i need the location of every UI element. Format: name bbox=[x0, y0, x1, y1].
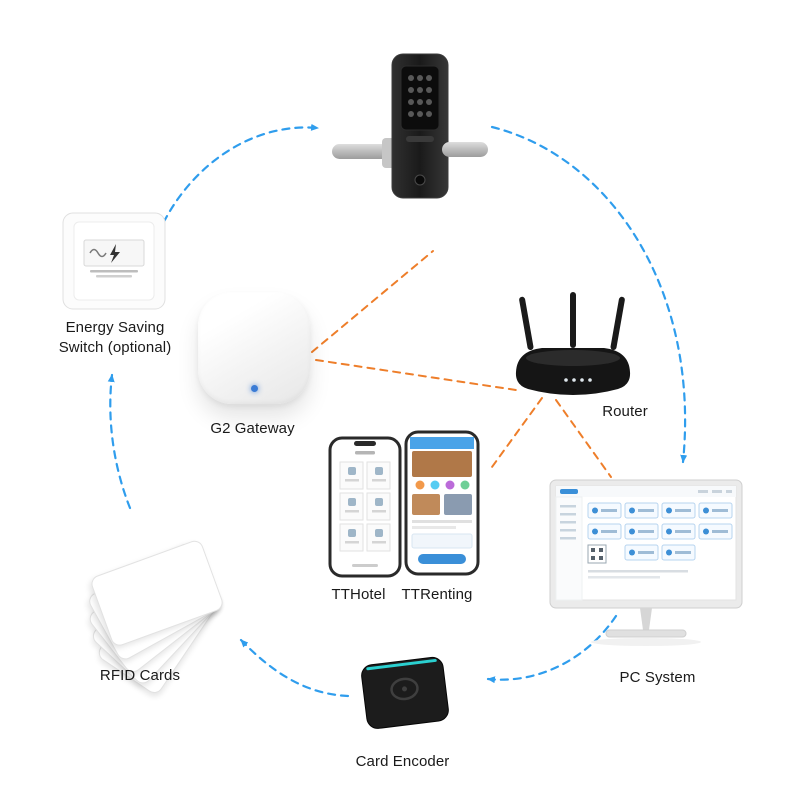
g2-gateway bbox=[198, 292, 310, 404]
link-router-to-apps bbox=[491, 397, 543, 468]
ttrenting-label: TTRenting bbox=[401, 586, 473, 603]
router-label: Router bbox=[602, 403, 648, 420]
monitor-base bbox=[605, 629, 687, 638]
phone-notch bbox=[354, 441, 376, 446]
router-illustration bbox=[515, 292, 631, 395]
arrow-rfid-to-switch bbox=[107, 373, 132, 510]
lock-left-handle bbox=[332, 144, 390, 159]
door-lock bbox=[330, 52, 490, 205]
lock-card-slot bbox=[406, 136, 434, 142]
phone-tthotel bbox=[328, 436, 402, 583]
qr-code bbox=[587, 544, 607, 564]
lock-keyhole bbox=[414, 174, 426, 186]
app-icons-row bbox=[415, 480, 470, 490]
phone-home-bar bbox=[352, 564, 378, 567]
monitor-stand bbox=[640, 608, 652, 630]
encoder-accent-line bbox=[366, 658, 437, 671]
arrow-pc-to-encoder bbox=[486, 614, 618, 684]
encoder-body bbox=[361, 656, 449, 729]
tthotel-phone-illustration bbox=[328, 436, 402, 578]
app-action-button bbox=[418, 554, 466, 564]
door-lock-illustration bbox=[332, 53, 488, 199]
energy-switch-label: Energy Saving Switch (optional) bbox=[58, 319, 172, 357]
energy-switch-illustration bbox=[62, 212, 166, 310]
app-header bbox=[410, 437, 474, 449]
lightning-icon bbox=[110, 244, 120, 263]
encoder-reader-circle bbox=[390, 677, 419, 701]
pc-illustration bbox=[549, 479, 743, 646]
gateway-illustration bbox=[198, 292, 310, 404]
pc-label: PC System bbox=[619, 669, 696, 686]
router-leds bbox=[564, 378, 592, 382]
encoder-label: Card Encoder bbox=[355, 753, 450, 770]
tthotel-app-grid bbox=[339, 461, 391, 552]
card-encoder bbox=[352, 645, 456, 742]
lock-software-ui bbox=[555, 486, 736, 601]
lock-right-handle bbox=[442, 142, 488, 157]
arrow-encoder-to-rfid bbox=[239, 638, 350, 698]
router-antennas bbox=[519, 292, 625, 351]
link-router-to-pc bbox=[555, 399, 612, 478]
router bbox=[508, 292, 638, 407]
energy-saving-switch bbox=[60, 210, 168, 317]
arrow-switch-to-lock bbox=[156, 123, 320, 236]
tthotel-label: TTHotel bbox=[331, 586, 386, 603]
hotel-photo bbox=[412, 451, 472, 477]
encoder-illustration bbox=[361, 656, 449, 729]
rfid-card bbox=[88, 538, 226, 649]
phone-ttrenting bbox=[404, 430, 480, 581]
link-gateway-to-lock bbox=[311, 250, 434, 353]
gateway-led bbox=[250, 385, 258, 392]
apps-labels: TTHotel TTRenting bbox=[312, 585, 492, 605]
lock-keypad-buttons bbox=[408, 75, 432, 117]
rfid-cards bbox=[78, 505, 248, 697]
link-gateway-to-router bbox=[315, 359, 517, 391]
rfid-label: RFID Cards bbox=[99, 667, 181, 684]
pc-system bbox=[548, 478, 748, 661]
arrow-lock-to-pc bbox=[490, 125, 688, 464]
ttrenting-phone-illustration bbox=[404, 430, 480, 576]
switch-decoration bbox=[89, 248, 107, 258]
gateway-label: G2 Gateway bbox=[210, 420, 295, 437]
